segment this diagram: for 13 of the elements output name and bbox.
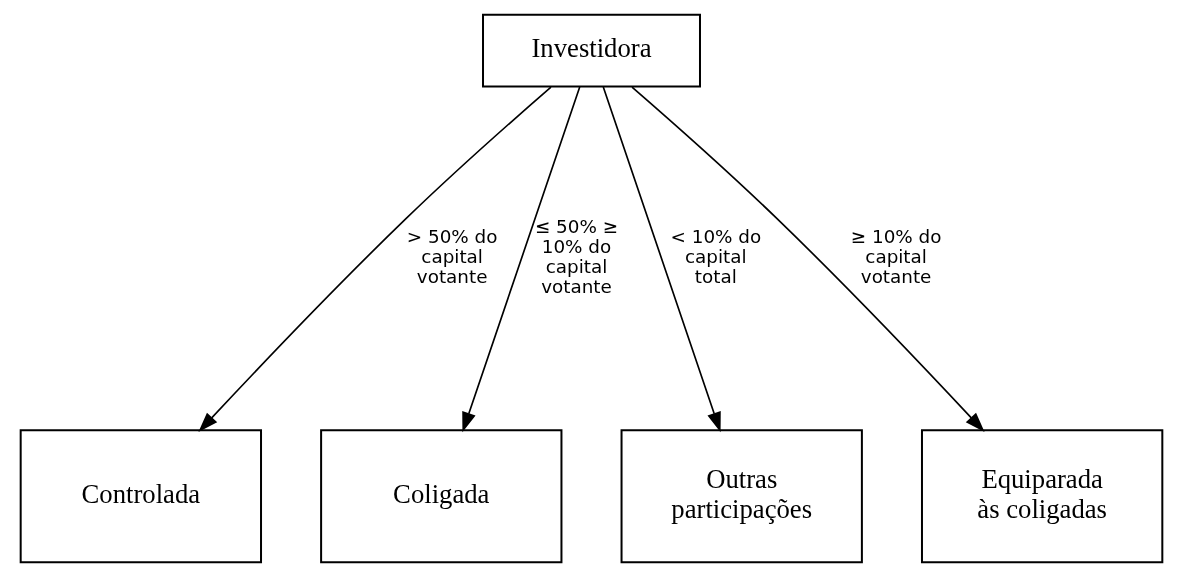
arrow (601, 86, 721, 433)
arrow (630, 86, 985, 433)
arrow (461, 86, 581, 433)
node-box: Investidora (481, 13, 701, 88)
node-box: Equiparada às coligadas (920, 429, 1163, 564)
node-box: Outras participações (620, 429, 863, 564)
node-box: Coligada (319, 429, 562, 564)
edge-label: > 50% do capital votante (406, 226, 497, 288)
arrow (197, 86, 552, 433)
edge-label: ≥ 10% do capital votante (850, 226, 941, 288)
node-box: Controlada (19, 429, 262, 564)
edge-label: < 10% do capital total (670, 226, 761, 288)
edge-label: ≤ 50% ≥ 10% do capital votante (534, 216, 618, 298)
